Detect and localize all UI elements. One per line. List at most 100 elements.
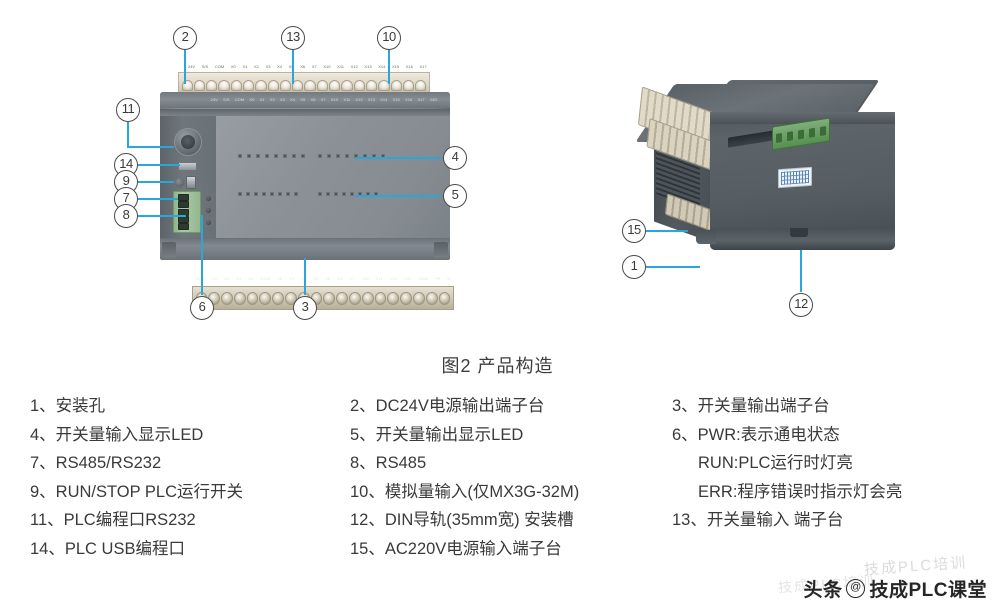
led-indicator (254, 192, 258, 196)
led-indicator (262, 192, 266, 196)
terminal-screw (361, 291, 374, 305)
callout-12[interactable]: 12 (789, 293, 813, 317)
terminal-label: X6 (300, 64, 306, 69)
terminal-label: X14 (378, 64, 386, 69)
terminal-screw (255, 80, 267, 91)
terminal-screw (341, 80, 353, 91)
led-indicator (265, 154, 269, 158)
callout-13[interactable]: 13 (281, 26, 305, 50)
at-symbol-icon: @ (846, 579, 866, 598)
legend-column-1: 1、安装孔 4、开关量输入显示LED 7、RS485/RS232 9、RUN/S… (30, 392, 350, 563)
terminal-label: Y5 (313, 276, 319, 281)
callout-3[interactable]: 3 (293, 296, 317, 320)
led-indicator (274, 154, 278, 158)
rail-label: X14 (380, 97, 388, 102)
callout-2[interactable]: 2 (173, 26, 197, 50)
terminal-screw (181, 80, 193, 91)
led-row-output-left (238, 192, 302, 198)
run-stop-switch[interactable] (174, 176, 196, 189)
figure-caption: 图2 产品构造 (441, 356, 554, 376)
terminal-label: Y3 (289, 276, 295, 281)
terminal-screw (415, 80, 427, 91)
terminal-screw (292, 80, 304, 91)
plc-perspective-view (600, 78, 920, 298)
led-indicator (327, 154, 331, 158)
connector-pin (775, 132, 782, 143)
leader-line-3 (304, 258, 306, 295)
terminal-screw (218, 80, 230, 91)
leader-line-11-h (127, 146, 174, 148)
legend-item: 7、RS485/RS232 (30, 454, 162, 472)
led-indicator (354, 154, 358, 158)
usb-port-icon[interactable] (178, 162, 197, 171)
callout-10[interactable]: 10 (377, 26, 401, 50)
leader-line-9 (138, 181, 174, 183)
terminal-label: X3 (265, 64, 271, 69)
terminal-screw (374, 291, 387, 305)
terminal-screw (329, 80, 341, 91)
rail-label: X1 (259, 97, 265, 102)
switch-lever (186, 176, 196, 189)
led-indicator (366, 192, 370, 196)
legend-item: 9、RUN/STOP PLC运行开关 (30, 482, 244, 501)
green-terminal-screw (178, 223, 189, 230)
side-pin (206, 220, 211, 225)
callout-1[interactable]: 1 (622, 255, 646, 279)
legend-item: 8、RS485 (350, 454, 427, 472)
side-pin-group (206, 196, 212, 230)
terminal-label: COM (418, 276, 428, 281)
housing-front-lip (710, 112, 895, 124)
terminal-label: X4 (277, 64, 283, 69)
terminal-screw (316, 80, 329, 91)
legend-item: 2、DC24V电源输出端子台 (350, 397, 545, 415)
qr-code-label (778, 166, 812, 189)
connector-pin (797, 129, 804, 139)
led-indicator (372, 154, 376, 158)
connector-pin (820, 125, 827, 136)
legend-item: 12、DIN导轨(35mm宽) 安装槽 (350, 511, 574, 529)
rail-label: X11 (343, 97, 351, 102)
terminal-screw (272, 291, 285, 305)
legend-item-sub: ERR:程序错误时指示灯会亮 (698, 482, 903, 501)
led-indicator (301, 154, 305, 158)
green-terminal-block[interactable] (173, 191, 201, 233)
led-indicator (278, 192, 282, 196)
callout-15[interactable]: 15 (622, 219, 646, 243)
led-indicator (381, 154, 385, 158)
leader-line-12 (800, 250, 802, 292)
terminal-label: X12 (350, 64, 358, 69)
rail-label: X17 (417, 97, 425, 102)
callout-5[interactable]: 5 (443, 184, 467, 208)
housing-front-bottom (710, 228, 895, 250)
rail-label: X6 (310, 97, 316, 102)
terminal-label: X11 (337, 64, 344, 69)
din-round-port[interactable] (174, 128, 202, 156)
led-indicator (363, 154, 367, 158)
terminal-screw (304, 80, 316, 91)
green-terminal-screw (178, 201, 189, 209)
led-indicator (326, 192, 330, 196)
terminal-label: S/S (201, 64, 209, 69)
terminal-screw (400, 291, 413, 305)
callout-8[interactable]: 8 (114, 204, 138, 228)
rail-label: S/S (223, 97, 230, 102)
terminal-label: X1 (242, 64, 248, 69)
terminal-label: X13 (364, 64, 372, 69)
led-row-input-left (238, 154, 310, 160)
terminal-label: X16 (405, 64, 413, 69)
terminal-label: Y0 (212, 276, 217, 281)
led-row-output-right (318, 192, 382, 198)
rail-label: X5 (300, 97, 306, 102)
terminal-label: Y12 (389, 276, 398, 281)
callout-4[interactable]: 4 (443, 146, 467, 170)
leader-line-13 (292, 48, 294, 84)
legend-column-3: 3、开关量输出端子台 6、PWR:表示通电状态 RUN:PLC运行时灯亮 ERR… (672, 392, 992, 535)
legend-item: 15、AC220V电源输入端子台 (350, 539, 562, 558)
callout-6[interactable]: 6 (190, 296, 214, 320)
rail-label: 24V (210, 97, 218, 102)
led-indicator (342, 192, 346, 196)
callout-11[interactable]: 11 (116, 98, 140, 122)
terminal-screw (425, 291, 438, 305)
led-indicator (292, 154, 296, 158)
